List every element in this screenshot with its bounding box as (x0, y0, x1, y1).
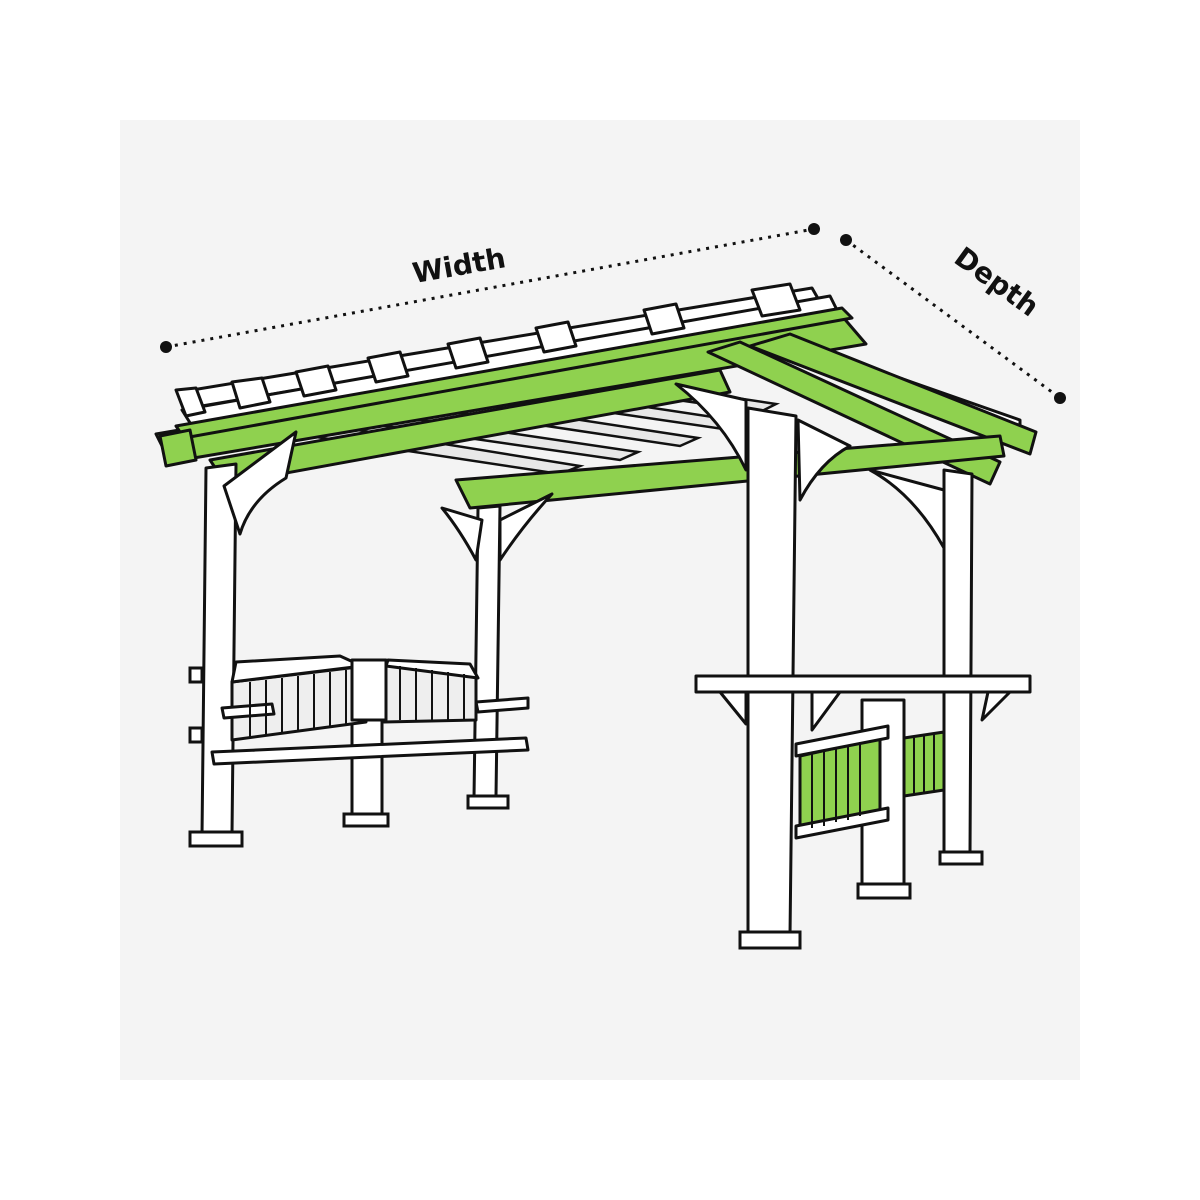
bench-arm-left (220, 702, 276, 720)
brackets (222, 382, 946, 562)
counter-brace-left (718, 690, 748, 726)
panel-slats (811, 734, 935, 828)
counter-brace-right (980, 690, 1012, 722)
green-beams (154, 306, 1038, 510)
bench-slats (249, 666, 465, 738)
width-endpoint-left (160, 341, 172, 353)
counter-top (694, 674, 1032, 694)
bench-arm-right (474, 696, 530, 714)
left-side-stubs (188, 666, 204, 744)
width-endpoint-right (808, 223, 820, 235)
bench-seat (210, 736, 530, 766)
right-side-beam-b (748, 332, 1038, 456)
post-front-right (746, 406, 798, 938)
post-rear-right (942, 468, 974, 856)
left-beam-end (158, 428, 198, 468)
panel-rail-top (794, 724, 890, 758)
bench-center-post (350, 658, 388, 722)
panel-rail-bottom (794, 806, 890, 840)
counter-brace-mid (810, 690, 842, 732)
depth-endpoint-bottom (1054, 392, 1066, 404)
post-footings (188, 794, 984, 950)
background-panel (120, 120, 1080, 1080)
post-front-left (200, 462, 238, 838)
depth-endpoint-top (840, 234, 852, 246)
